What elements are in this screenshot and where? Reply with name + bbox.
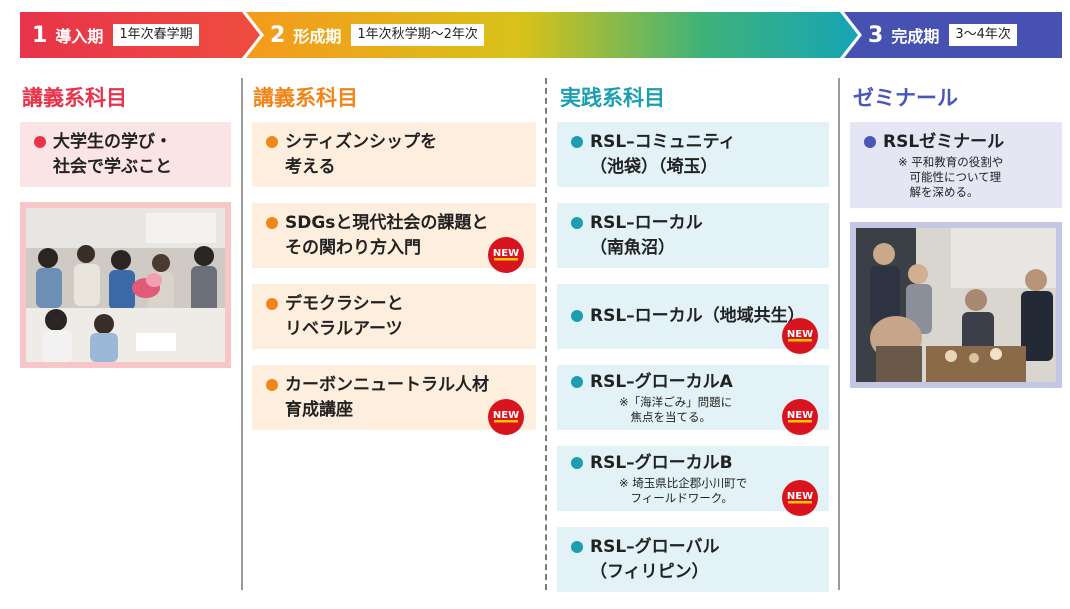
seminar-photo [850,222,1062,388]
phase-number: 1 [32,22,48,48]
phase-number: 2 [270,22,286,48]
bullet-dot [266,135,278,148]
bullet-dot [571,376,583,388]
divider-formation-completion [838,78,840,590]
course-name: RSL–グローカルB [590,453,733,473]
new-badge-label: NEW [787,491,813,502]
bullet-dot [864,136,876,148]
new-badge-label: NEW [493,248,519,259]
phase-banner-arrows [20,12,1062,58]
phase-name: 形成期 [293,27,342,46]
course-card: RSL–ローカル （南魚沼） [557,203,829,268]
practice-column-title: 実践系科目 [560,86,665,110]
classroom-photo [20,202,231,368]
course-name: カーボンニュートラル人材 育成講座 [285,374,489,420]
seminar-column-title: ゼミナール [853,86,958,110]
bullet-dot [571,135,583,148]
course-card: RSL–コミュニティ （池袋）（埼玉） [557,122,829,187]
new-badge-label: NEW [493,410,519,421]
course-name: RSL–ローカル（地域共生） [590,306,805,326]
phase-intro: 1 導入期 1年次春学期 [32,12,199,58]
phase-banner: 1 導入期 1年次春学期 2 形成期 1年次秋学期〜2年次 3 完成期 3〜4年… [20,12,1062,58]
phase-period: 1年次秋学期〜2年次 [351,24,484,46]
course-name: シティズンシップを 考える [285,131,437,177]
bullet-dot [571,540,583,553]
course-name: RSL–グローバル （フィリピン） [590,536,720,582]
course-name: 大学生の学び・ 社会で学ぶこと [53,131,172,177]
phase-formation: 2 形成期 1年次秋学期〜2年次 [270,12,484,58]
bullet-dot [266,216,278,229]
course-name: RSL–コミュニティ （池袋）（埼玉） [590,131,736,177]
new-badge: NEW [782,399,818,435]
bullet-dot [571,457,583,469]
bullet-dot [266,297,278,310]
phase-number: 3 [868,22,884,48]
new-badge: NEW [488,399,524,435]
course-note: ※ 埼玉県比企郡小川町で フィールドワーク。 [619,476,748,505]
course-note: ※「海洋ごみ」問題に 焦点を当てる。 [619,395,733,424]
phase-name: 完成期 [891,27,940,46]
course-card: RSL–グローバル （フィリピン） [557,527,829,592]
new-badge: NEW [488,237,524,273]
new-badge-label: NEW [787,410,813,421]
course-card: カーボンニュートラル人材 育成講座 [252,365,536,430]
phase-name: 導入期 [55,27,104,46]
classroom-photo-image [26,208,225,362]
course-name: SDGsと現代社会の課題と その関わり方入門 [285,212,489,258]
course-note: ※ 平和教育の役割や 可能性について理 解を深める。 [898,155,1004,199]
seminar-photo-image [856,228,1056,382]
phase-2-arrow [246,12,858,58]
new-badge: NEW [782,480,818,516]
bullet-dot [571,310,583,322]
bullet-dot [34,135,46,148]
course-card: RSLゼミナール ※ 平和教育の役割や 可能性について理 解を深める。 [850,122,1062,208]
new-badge-label: NEW [787,329,813,340]
phase-period: 3〜4年次 [949,24,1017,46]
divider-lecture-practice [545,78,547,590]
course-card: RSL–グローカルA ※「海洋ごみ」問題に 焦点を当てる。 [557,365,829,430]
course-name: RSL–グローカルA [590,372,733,392]
course-card: シティズンシップを 考える [252,122,536,187]
bullet-dot [266,378,278,391]
course-name: RSL–ローカル （南魚沼） [590,212,703,258]
phase-completion: 3 完成期 3〜4年次 [868,12,1017,58]
bullet-dot [571,216,583,229]
phase-period: 1年次春学期 [113,24,199,46]
course-card: 大学生の学び・ 社会で学ぶこと [20,122,231,187]
intro-column-title: 講義系科目 [22,86,127,110]
course-name: RSLゼミナール [883,132,1005,152]
new-badge: NEW [782,318,818,354]
course-name: デモクラシーと リベラルアーツ [285,293,404,339]
lecture-column-title: 講義系科目 [253,86,358,110]
course-card: デモクラシーと リベラルアーツ [252,284,536,349]
divider-intro-formation [241,78,243,590]
